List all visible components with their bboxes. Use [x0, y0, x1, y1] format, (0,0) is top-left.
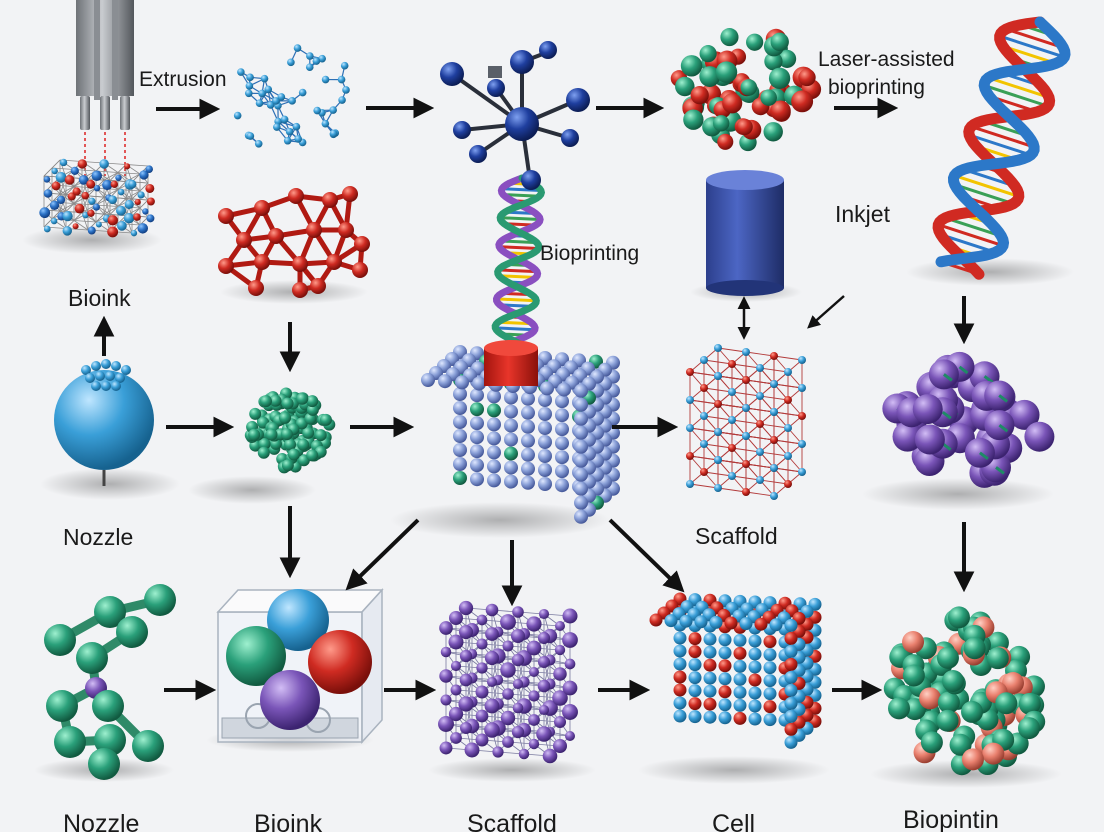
extrusion-nozzle-illustration	[76, 0, 134, 176]
labels: Extrusion Laser-assisted bioprinting Ink…	[63, 48, 999, 832]
extrusion-network-illustration	[233, 44, 350, 148]
biopintin-cluster-illustration	[870, 606, 1062, 788]
label-bioink-bottom: Bioink	[254, 810, 323, 832]
label-extrusion: Extrusion	[139, 68, 227, 91]
purple-scaffold-illustration	[428, 600, 596, 782]
label-laser-assisted-line1: Laser-assisted	[818, 48, 955, 71]
green-cluster-illustration	[188, 387, 336, 504]
blue-cylinder-illustration	[690, 170, 802, 302]
purple-cluster-illustration	[862, 351, 1055, 510]
scaffold-wireframe-illustration	[686, 344, 806, 500]
label-nozzle-bottom: Nozzle	[63, 810, 139, 832]
arrow-cube-to-cell	[608, 518, 685, 593]
red-block-illustration	[484, 340, 538, 386]
dna-helix-top-right-illustration	[906, 16, 1074, 286]
label-bioprinting: Bioprinting	[540, 242, 639, 265]
bioink-lattice-illustration	[22, 158, 162, 254]
dna-helix-center-illustration	[491, 170, 546, 357]
cell-cube-illustration	[638, 592, 830, 784]
label-bioink-top: Bioink	[68, 285, 131, 311]
green-chain-molecule-illustration	[34, 584, 176, 782]
navy-molecule-illustration	[440, 41, 590, 189]
arrows	[93, 97, 975, 701]
blue-sphere-illustration	[40, 359, 180, 500]
label-biopintin-bottom: Biopintin	[903, 806, 999, 832]
label-scaffold-mid: Scaffold	[695, 523, 778, 549]
label-cell-bottom: Cell	[712, 810, 755, 832]
label-nozzle-mid: Nozzle	[63, 524, 133, 550]
arrow-cube-to-glassbox	[345, 518, 420, 591]
label-scaffold-bottom: Scaffold	[467, 810, 557, 832]
label-inkjet: Inkjet	[835, 201, 891, 227]
glass-box-illustration	[206, 588, 384, 752]
label-laser-assisted-line2: bioprinting	[828, 76, 925, 99]
red-green-cluster-illustration	[670, 28, 822, 152]
red-network-illustration	[218, 186, 370, 304]
arrow-diagonal-to-scaffold	[807, 295, 845, 329]
